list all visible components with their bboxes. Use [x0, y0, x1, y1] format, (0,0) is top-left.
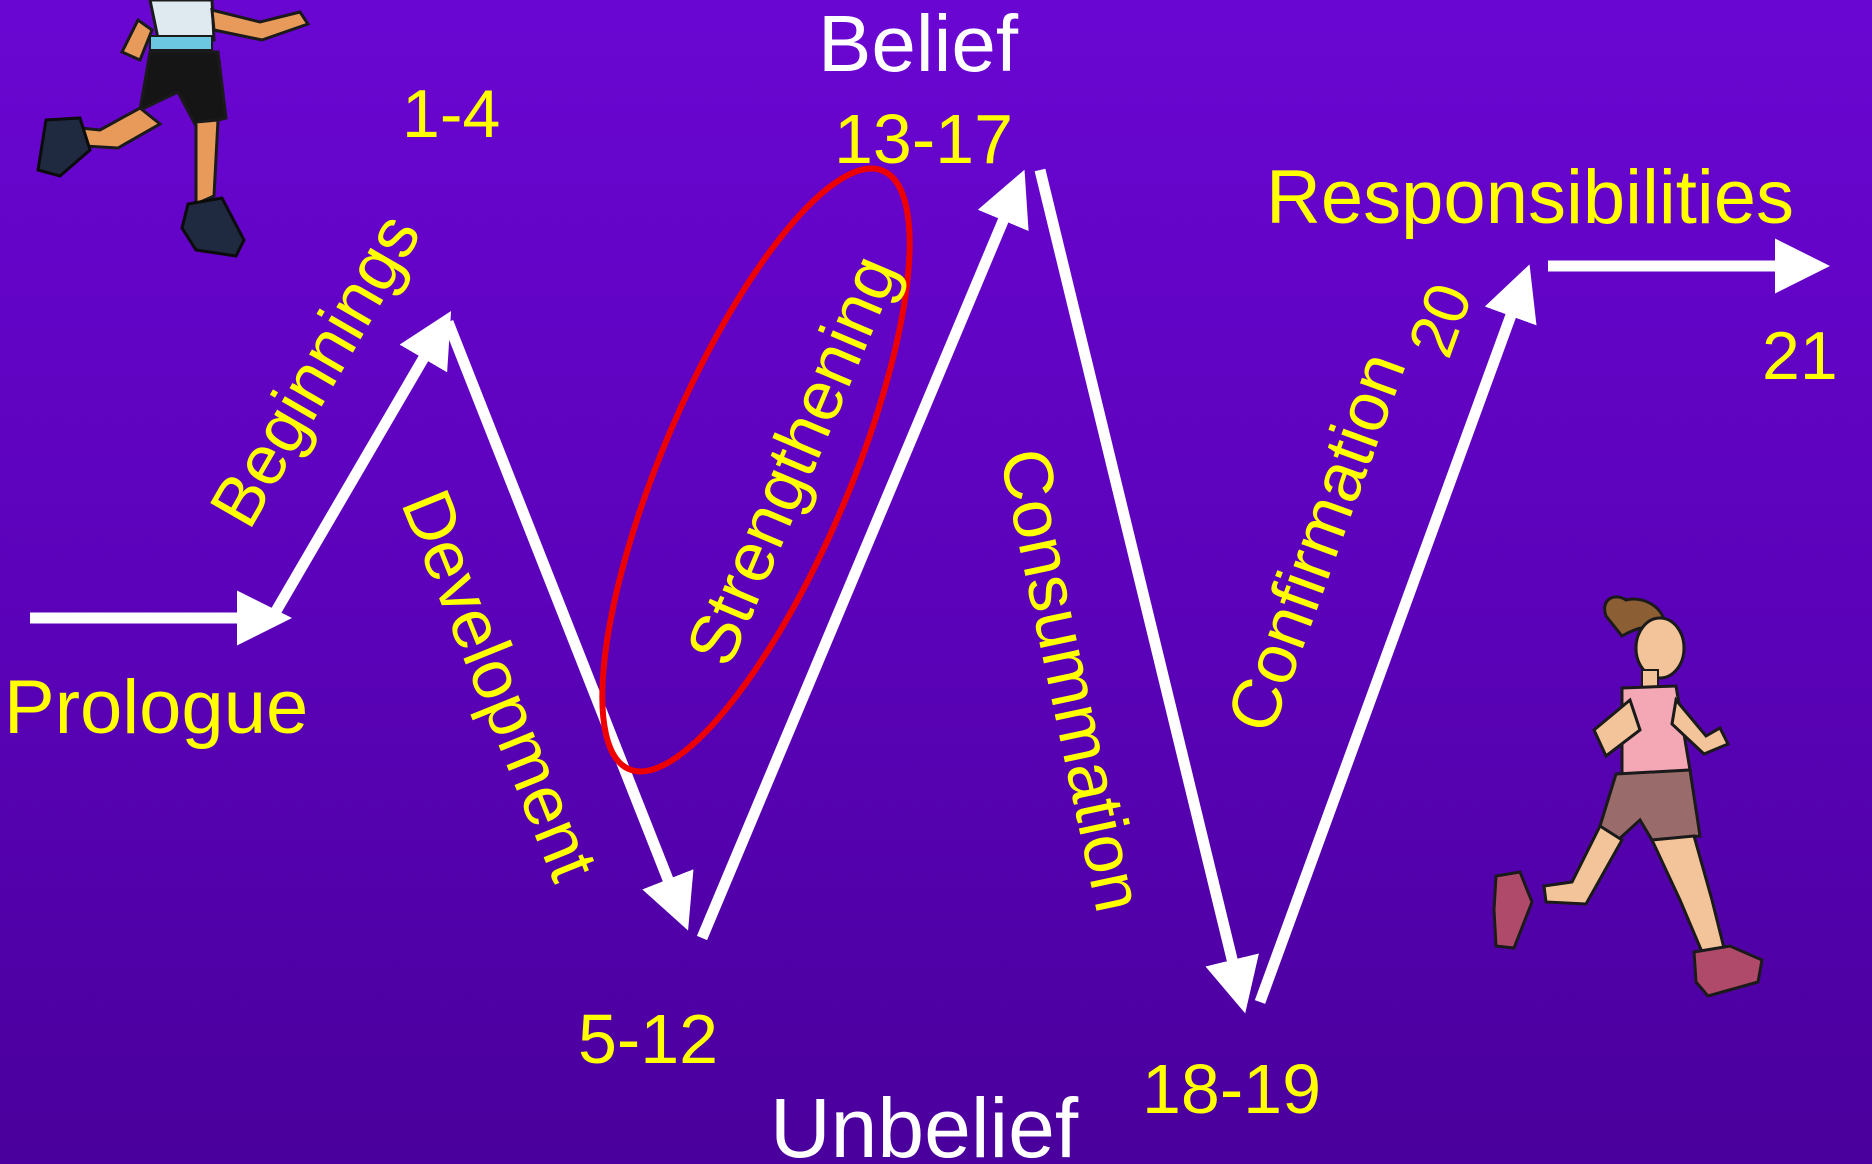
runner-top-left-icon — [36, 0, 311, 258]
range-1-4-label: 1-4 — [402, 76, 501, 152]
range-13-17-label: 13-17 — [834, 100, 1014, 178]
development-arrow — [442, 319, 694, 931]
range-18-19-label: 18-19 — [1142, 1050, 1322, 1128]
highlight-ellipse — [599, 165, 913, 775]
prologue-label: Prologue — [4, 665, 309, 750]
range-5-12-label: 5-12 — [578, 1000, 719, 1078]
runner-bottom-right-icon — [1492, 595, 1764, 998]
belief-label: Belief — [818, 0, 1019, 88]
unbelief-label: Unbelief — [770, 1081, 1079, 1164]
strengthening-arrow — [696, 169, 1029, 941]
responsibilities-label: Responsibilities — [1266, 155, 1795, 240]
chapter-21-label: 21 — [1762, 318, 1838, 394]
confirmation-arrow — [1254, 264, 1537, 1004]
consummation-arrow — [1034, 168, 1259, 1014]
beginnings-arrow — [267, 310, 452, 621]
